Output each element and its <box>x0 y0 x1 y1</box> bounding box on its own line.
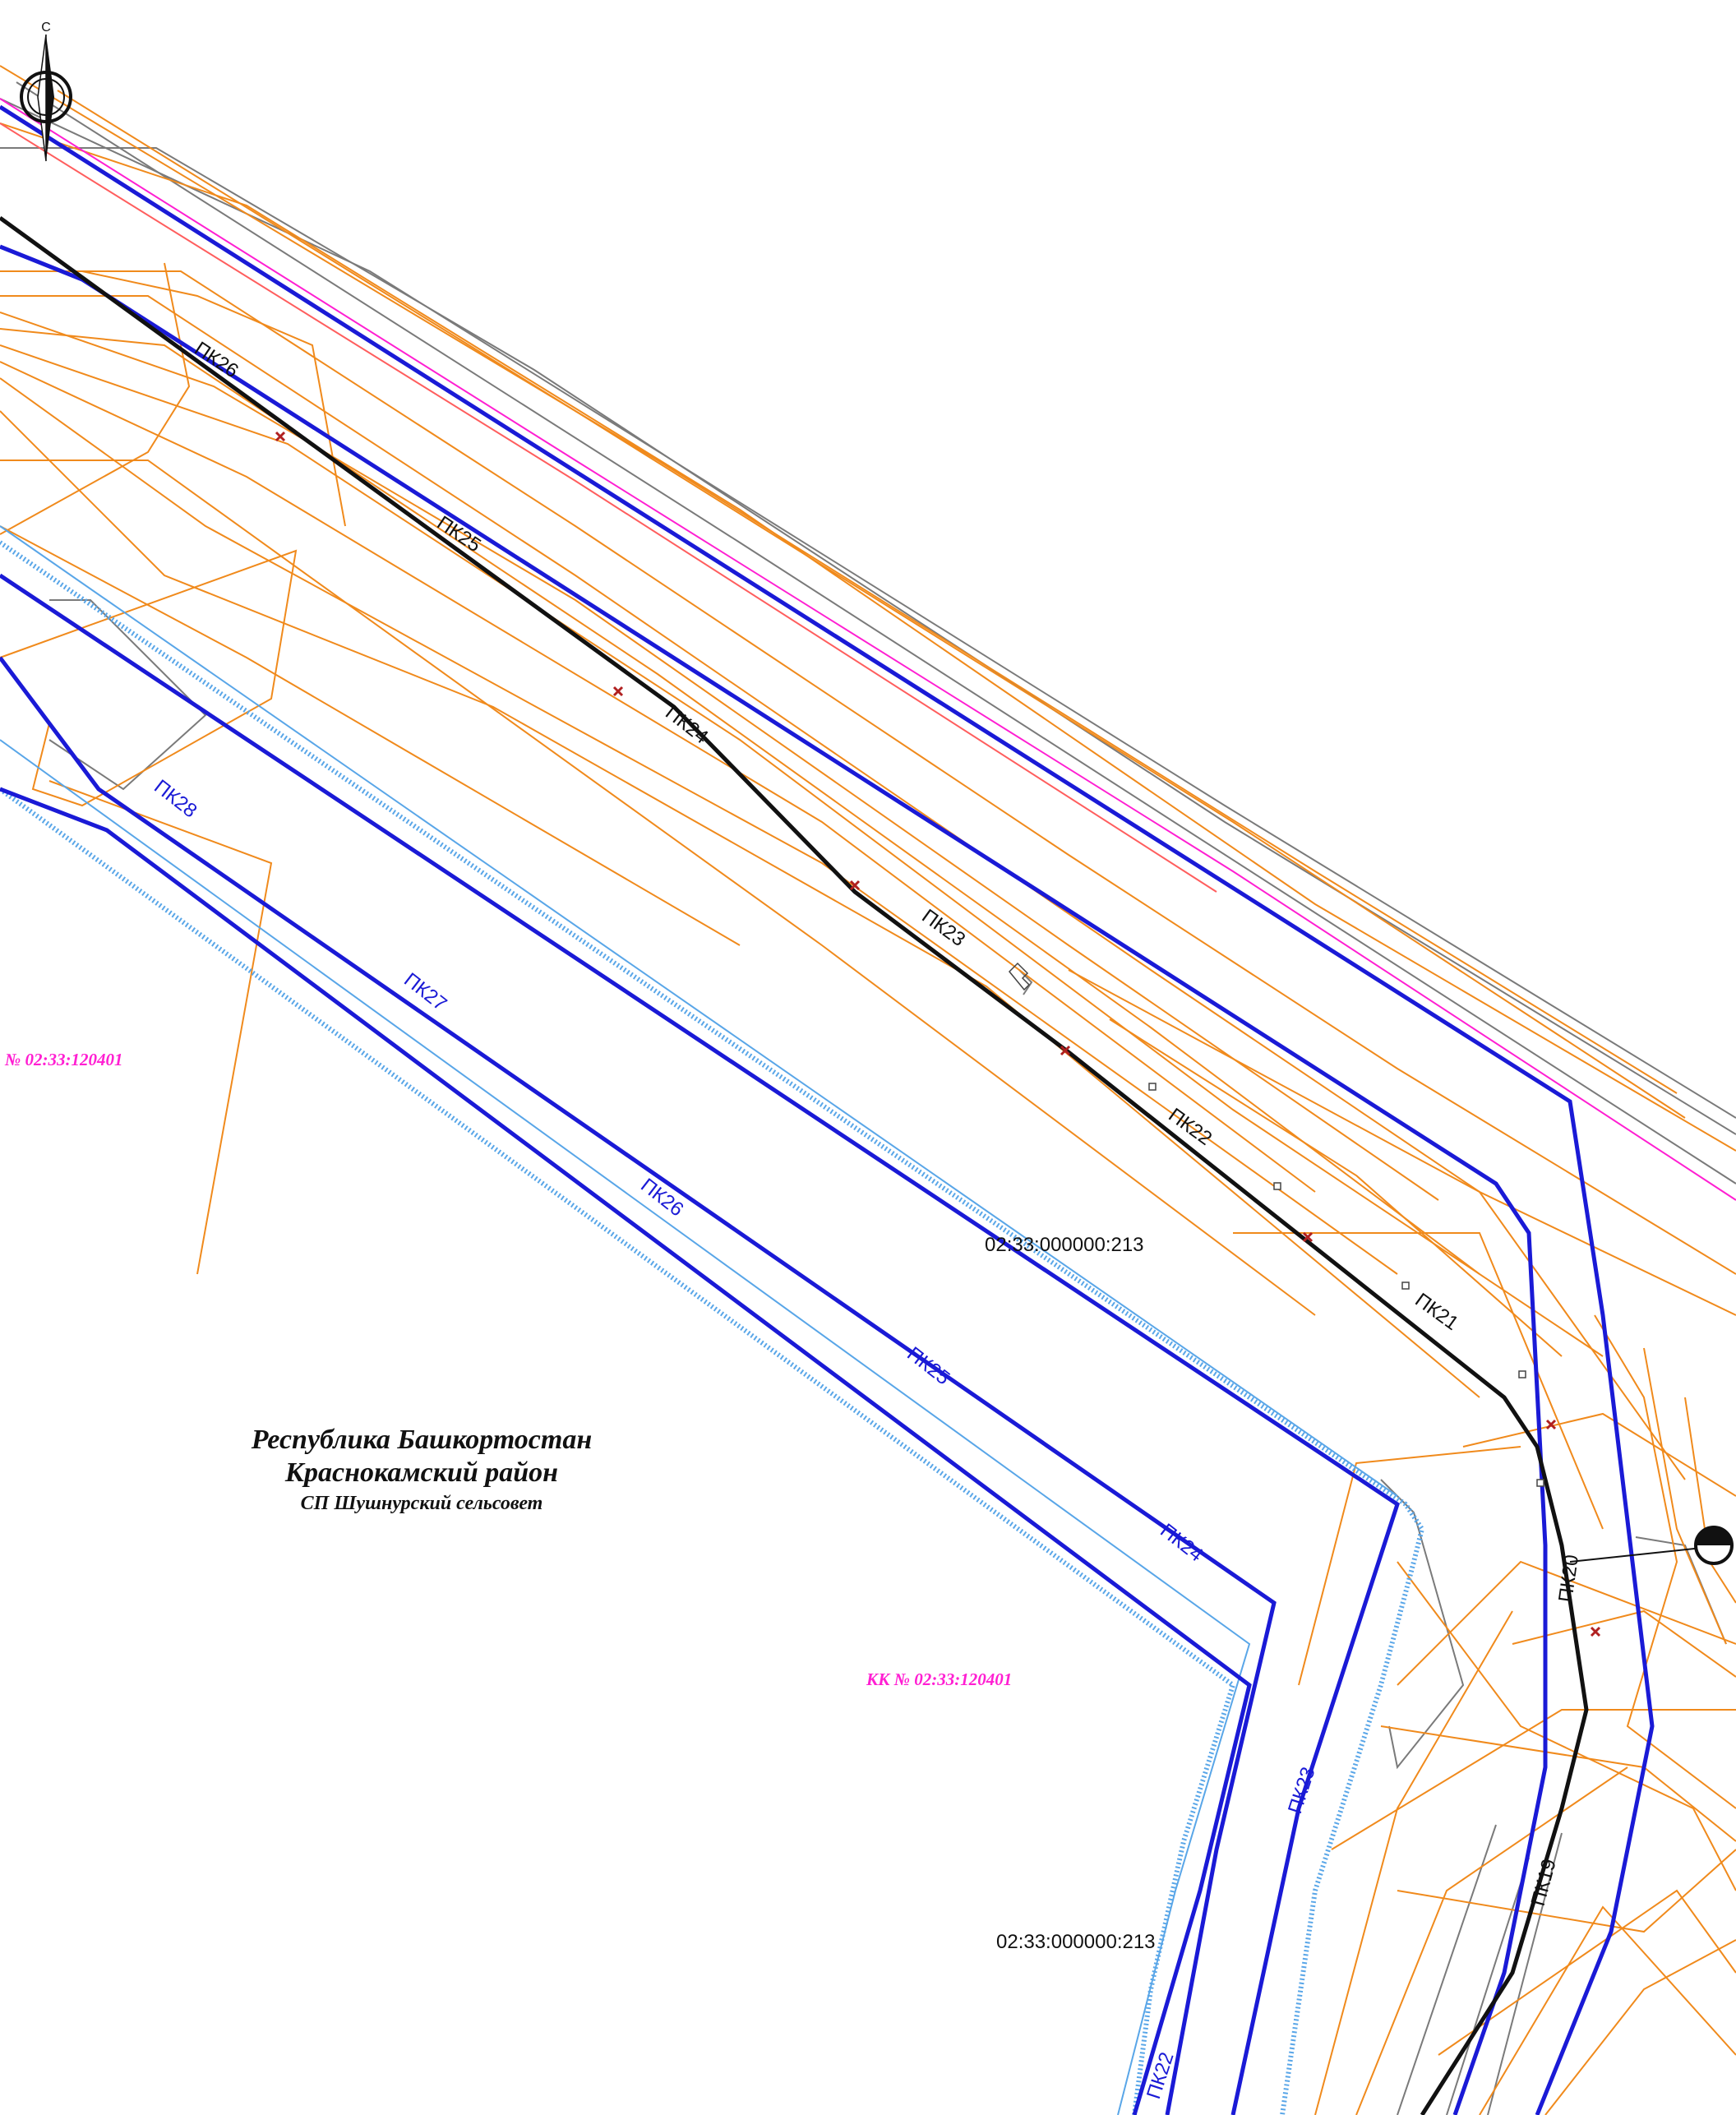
point-markers <box>1008 962 1544 1487</box>
main-route-line <box>0 215 1589 2115</box>
north-arrow-letter: С <box>41 21 51 35</box>
picket-mark-4 <box>1060 1045 1071 1056</box>
point-marker-1 <box>1148 1083 1157 1091</box>
blue-picket-label-pk24: ПК24 <box>1156 1519 1207 1566</box>
blue-picket-label-pk23: ПК23 <box>1284 1764 1320 1816</box>
orange-contour-lines <box>0 65 1736 2115</box>
region-title-republic: Республика Башкортостан <box>251 1425 592 1455</box>
point-marker-3 <box>1401 1281 1410 1290</box>
picket-mark-3 <box>849 880 861 891</box>
point-marker-4 <box>1518 1370 1526 1378</box>
quarter-label-left: № 02:33:120401 <box>4 1050 122 1069</box>
north-arrow: С <box>20 21 72 162</box>
picket-mark-1 <box>275 431 286 442</box>
benchmark-fill <box>1696 1527 1732 1545</box>
north-arrow-ring <box>20 71 72 123</box>
picket-label-pk19: ПК19 <box>1527 1857 1561 1909</box>
magenta-boundary-line-2 <box>0 122 1217 893</box>
point-marker-2 <box>1273 1182 1281 1190</box>
picket-mark-5 <box>1302 1231 1314 1243</box>
region-title-settlement: СП Шушнурский сельсовет <box>301 1493 543 1514</box>
route-picket-marks <box>275 431 1601 1637</box>
picket-mark-2 <box>612 686 624 697</box>
hatched-edges <box>0 525 1425 2115</box>
point-marker-5 <box>1536 1479 1544 1487</box>
blue-picket-label-pk28: ПК28 <box>150 775 201 822</box>
cadastral-label-upper: 02:33:000000:213 <box>985 1234 1144 1256</box>
blue-boundary-lines <box>0 104 1655 2115</box>
building-outline <box>1008 962 1031 991</box>
region-title-district: Краснокамский район <box>284 1457 558 1488</box>
blue-picket-label-pk27: ПК27 <box>399 968 450 1015</box>
cadastral-label-lower: 02:33:000000:213 <box>996 1931 1156 1953</box>
north-arrow-needle-half <box>37 34 47 162</box>
quarter-label-center: КК № 02:33:120401 <box>866 1669 1012 1689</box>
magenta-boundary-line <box>0 98 1736 1201</box>
gray-boundary-lines <box>0 81 1736 2115</box>
picket-mark-7 <box>1590 1626 1601 1637</box>
region-title-block: Республика Башкортостан Краснокамский ра… <box>251 1425 592 1514</box>
north-arrow-ring-inner <box>27 78 65 116</box>
picket-mark-6 <box>1545 1419 1557 1430</box>
benchmark-symbol <box>1569 1526 1734 1565</box>
blue-picket-label-pk25: ПК25 <box>903 1342 953 1389</box>
